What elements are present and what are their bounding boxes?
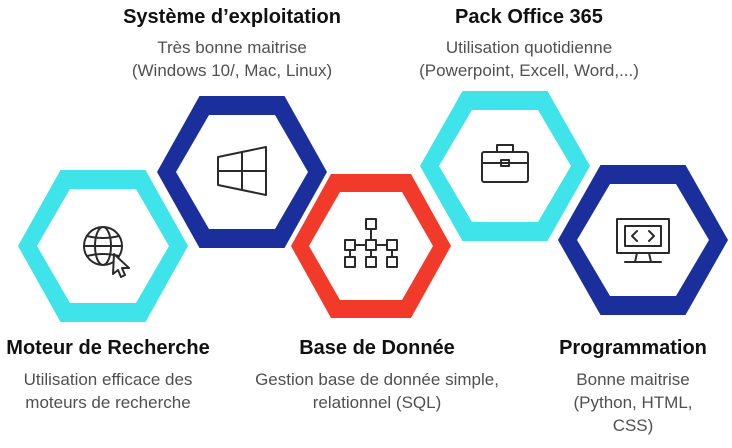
os-line-2: (Windows 10/, Mac, Linux) bbox=[131, 61, 333, 80]
office-line-2: (Powerpoint, Excell, Word,...) bbox=[419, 61, 639, 80]
os-text: Système d’exploitation Très bonne maitri… bbox=[123, 5, 341, 82]
programming-line-3: CSS) bbox=[612, 416, 654, 435]
search-line-2: moteurs de recherche bbox=[25, 393, 191, 412]
database-title: Base de Donnée bbox=[299, 337, 455, 359]
office-title: Pack Office 365 bbox=[455, 6, 603, 28]
os-title: Système d’exploitation bbox=[123, 6, 341, 28]
search-title: Moteur de Recherche bbox=[6, 337, 210, 359]
windows-icon bbox=[217, 146, 267, 196]
programming-text: Programmation Bonne maitrise (Python, HT… bbox=[559, 336, 707, 437]
database-hexagon-inner bbox=[309, 192, 433, 300]
code-monitor-icon bbox=[616, 218, 670, 263]
office-line-1: Utilisation quotidienne bbox=[445, 38, 613, 57]
office-text: Pack Office 365 Utilisation quotidienne … bbox=[419, 5, 639, 82]
database-line-1: Gestion base de donnée simple, bbox=[255, 370, 499, 389]
search-text: Moteur de Recherche Utilisation efficace… bbox=[6, 336, 209, 414]
programming-title: Programmation bbox=[559, 337, 707, 359]
programming-hexagon-inner bbox=[577, 184, 709, 296]
hierarchy-icon bbox=[344, 218, 398, 268]
search-line-1: Utilisation efficace des bbox=[23, 370, 193, 389]
database-text: Base de Donnée Gestion base de donnée si… bbox=[255, 336, 499, 414]
database-hexagon bbox=[291, 174, 451, 318]
globe-cursor-icon bbox=[83, 226, 130, 278]
database-line-2: relationnel (SQL) bbox=[312, 393, 442, 412]
programming-line-1: Bonne maitrise bbox=[576, 370, 690, 389]
programming-hexagon bbox=[558, 165, 728, 315]
programming-line-2: (Python, HTML, bbox=[573, 393, 693, 412]
os-line-1: Très bonne maitrise bbox=[157, 38, 307, 57]
briefcase-icon bbox=[481, 144, 529, 183]
